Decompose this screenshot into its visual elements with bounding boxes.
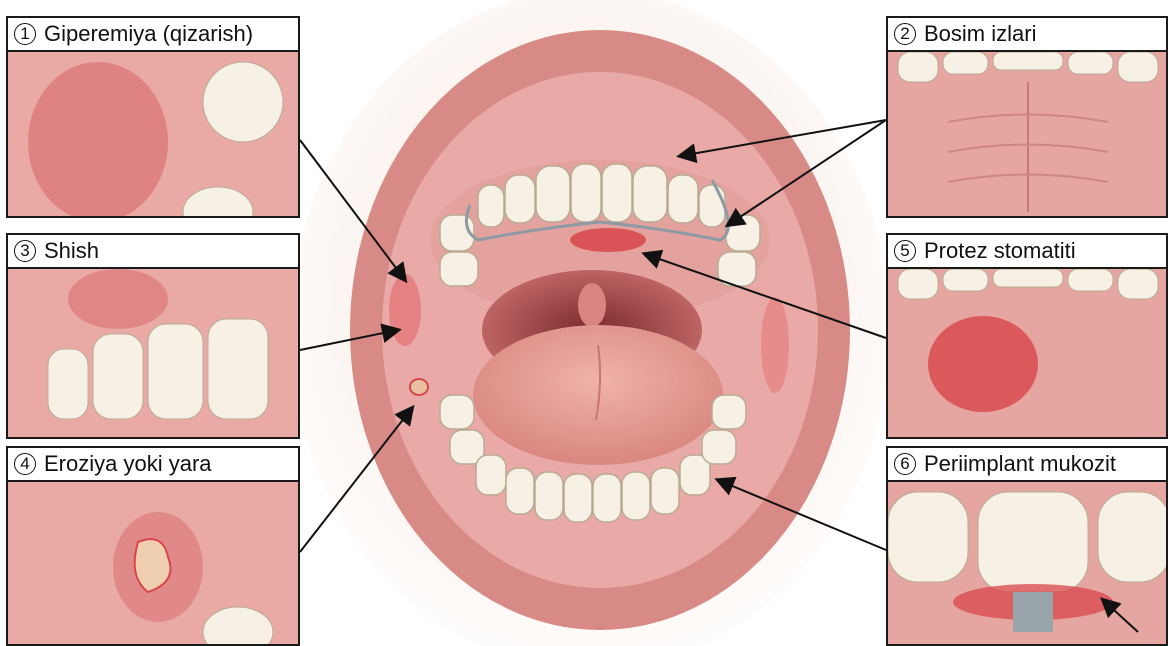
hyperemia-closeup (8, 52, 300, 218)
cheek-redness (389, 274, 421, 346)
panel-number: 4 (14, 453, 36, 475)
panel-title: Periimplant mukozit (924, 451, 1116, 477)
erosion-closeup (8, 482, 300, 646)
right-cheek-redness (761, 297, 789, 393)
panel-label: 3 Shish (8, 235, 298, 269)
panel-title: Giperemiya (qizarish) (44, 21, 253, 47)
panel-title: Bosim izlari (924, 21, 1036, 47)
uvula (578, 283, 606, 327)
swelling-closeup (8, 269, 300, 439)
periimplant-closeup (888, 482, 1168, 646)
panel-swelling: 3 Shish (6, 233, 300, 439)
panel-number: 5 (894, 240, 916, 262)
denture-stomatitis-closeup (888, 269, 1168, 439)
panel-title: Eroziya yoki yara (44, 451, 212, 477)
panel-title: Shish (44, 238, 99, 264)
cheek-erosion (410, 379, 428, 395)
panel-erosion: 4 Eroziya yoki yara (6, 446, 300, 646)
panel-label: 5 Protez stomatiti (888, 235, 1166, 269)
panel-label: 2 Bosim izlari (888, 18, 1166, 52)
panel-label: 1 Giperemiya (qizarish) (8, 18, 298, 52)
panel-number: 3 (14, 240, 36, 262)
panel-number: 6 (894, 453, 916, 475)
panel-number: 1 (14, 23, 36, 45)
pressure-marks-closeup (888, 52, 1168, 218)
panel-number: 2 (894, 23, 916, 45)
panel-label: 6 Periimplant mukozit (888, 448, 1166, 482)
panel-title: Protez stomatiti (924, 238, 1076, 264)
panel-hyperemia: 1 Giperemiya (qizarish) (6, 16, 300, 218)
panel-periimplant-mucositis: 6 Periimplant mukozit (886, 446, 1168, 646)
panel-denture-stomatitis: 5 Protez stomatiti (886, 233, 1168, 439)
panel-pressure-marks: 2 Bosim izlari (886, 16, 1168, 218)
panel-label: 4 Eroziya yoki yara (8, 448, 298, 482)
palate-lesion (570, 228, 646, 252)
